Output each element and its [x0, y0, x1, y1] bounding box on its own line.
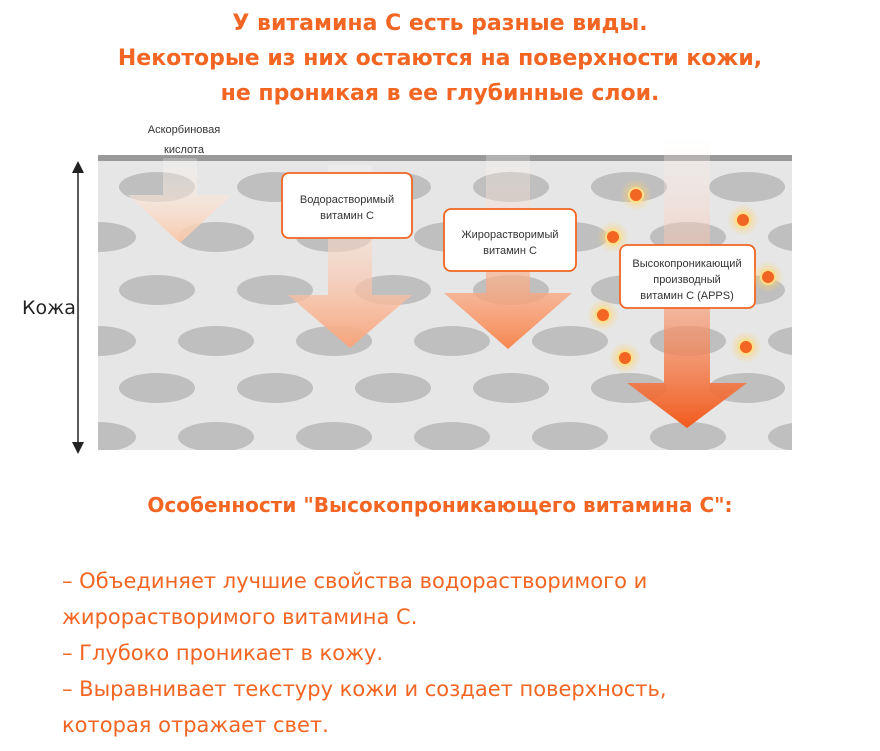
water-soluble-label-1: Водорастворимый — [300, 194, 394, 206]
water-soluble-label-2: витамин С — [320, 210, 374, 222]
skin-cell — [178, 326, 254, 356]
skin-cell — [119, 275, 195, 305]
water-soluble-arrow — [288, 165, 412, 348]
ascorbic-acid-label-2: кислота — [164, 144, 205, 156]
particle — [735, 212, 751, 228]
fat-soluble-label-1: Жирорастворимый — [461, 229, 558, 241]
skin-surface — [98, 155, 792, 161]
skin-cell — [178, 422, 254, 450]
apps-particles — [587, 179, 784, 374]
particle — [738, 339, 754, 355]
features-title: Особенности "Высокопроникающего витамина… — [147, 493, 733, 517]
feature-item-1-line-1: – Объединяет лучшие свойства водораствор… — [62, 569, 648, 593]
heading-line-1: У витамина С есть разные виды. — [232, 11, 648, 36]
particle — [605, 229, 621, 245]
features-list: – Объединяет лучшие свойства водораствор… — [62, 563, 872, 743]
heading: У витамина С есть разные виды. Некоторые… — [0, 6, 880, 111]
particle — [760, 269, 776, 285]
particle — [617, 350, 633, 366]
skin-cell — [414, 326, 490, 356]
feature-item-1-line-2: жирорастворимого витамина С. — [62, 605, 418, 629]
feature-item-3-line-1: – Выравнивает текстуру кожи и создает по… — [62, 677, 667, 701]
skin-cell — [709, 172, 785, 202]
skin-axis-label: Кожа — [22, 297, 76, 319]
heading-line-2: Некоторые из них остаются на поверхности… — [117, 46, 763, 71]
skin-cell — [532, 422, 608, 450]
skin-cell — [768, 327, 792, 355]
apps-label-1: Высокопроникающий — [632, 258, 741, 270]
skin-penetration-diagram: Аскорбиновая кислота Водорастворимый вит… — [72, 124, 792, 454]
fat-soluble-box — [443, 208, 577, 272]
skin-cell — [414, 422, 490, 450]
skin-cell — [650, 422, 726, 450]
skin-cell — [768, 423, 792, 450]
apps-label-2: производный — [653, 274, 721, 286]
skin-cell — [98, 326, 136, 356]
skin-cell — [237, 373, 313, 403]
water-soluble-box — [281, 172, 413, 239]
skin-cell — [355, 373, 431, 403]
skin-cell — [532, 326, 608, 356]
skin-cell — [119, 373, 195, 403]
skin-cell — [473, 373, 549, 403]
skin-cell — [768, 223, 792, 251]
skin-cell — [98, 422, 136, 450]
feature-item-2: – Глубоко проникает в кожу. — [62, 641, 384, 665]
apps-label-3: витамин С (APPS) — [640, 290, 734, 302]
feature-item-3-line-2: которая отражает свет. — [62, 713, 329, 737]
ascorbic-acid-arrow — [128, 158, 232, 243]
particle — [628, 187, 644, 203]
skin-cell — [296, 422, 372, 450]
fat-soluble-label-2: витамин С — [483, 245, 537, 257]
skin-cell — [98, 222, 136, 252]
heading-line-3: не проникая в ее глубинные слои. — [220, 81, 660, 106]
skin-cell — [178, 222, 254, 252]
particle — [595, 307, 611, 323]
ascorbic-acid-label-1: Аскорбиновая — [148, 124, 220, 136]
